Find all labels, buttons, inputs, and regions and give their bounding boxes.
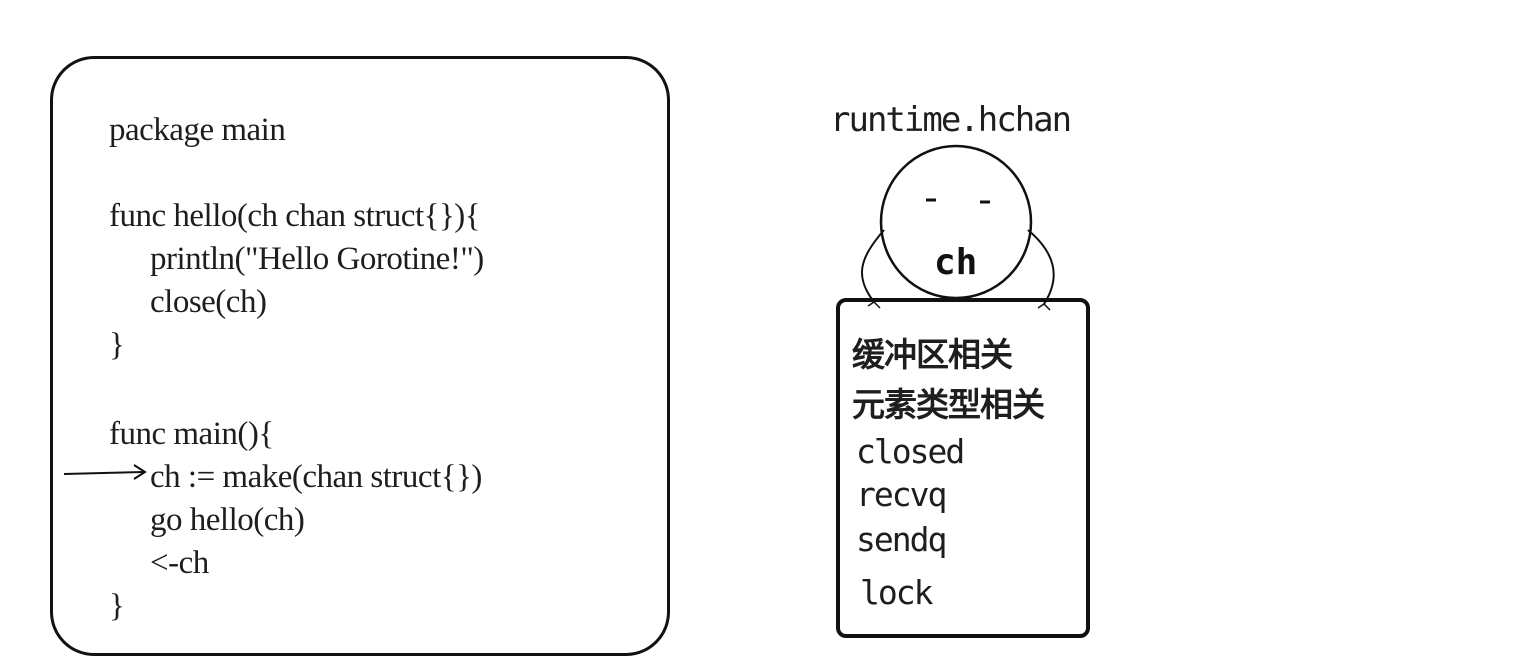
field-element-type: 元素类型相关 <box>852 385 1045 424</box>
code-line-make-chan: ch := make(chan struct{}) <box>150 459 482 495</box>
code-line-go-hello: go hello(ch) <box>150 502 305 538</box>
field-lock: lock <box>860 573 933 612</box>
field-closed: closed <box>856 432 965 471</box>
code-line-func-main: func main(){ <box>109 416 274 452</box>
code-line-close: close(ch) <box>150 284 267 320</box>
code-line-close-brace-main: } <box>109 588 125 624</box>
hchan-fields-box: 缓冲区相关 元素类型相关 closed recvq sendq lock <box>836 298 1090 638</box>
code-line-func-hello: func hello(ch chan struct{}){ <box>109 198 481 234</box>
current-line-arrow-icon <box>63 464 147 480</box>
code-line-package: package main <box>109 112 286 148</box>
code-line-receive: <-ch <box>150 545 209 581</box>
hchan-title: runtime.hchan <box>830 100 1072 140</box>
code-line-close-brace-hello: } <box>109 327 125 363</box>
field-recvq: recvq <box>856 475 947 514</box>
gopher-character-icon <box>860 144 1055 311</box>
channel-label: ch <box>934 242 978 283</box>
field-buffer: 缓冲区相关 <box>852 335 1013 374</box>
code-panel: package main func hello(ch chan struct{}… <box>50 56 670 656</box>
field-sendq: sendq <box>856 520 947 559</box>
code-line-println: println("Hello Gorotine!") <box>150 241 484 277</box>
